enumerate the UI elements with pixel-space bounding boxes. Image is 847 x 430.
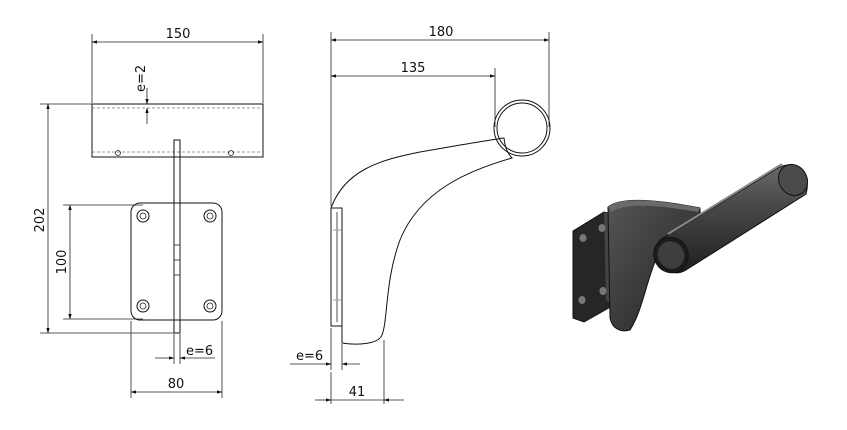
dim-plate-thickness-side: e=6	[290, 328, 360, 370]
front-rib	[173, 139, 181, 334]
front-screw-holes	[136, 209, 217, 313]
dim-overall-projection-label: 180	[429, 25, 454, 40]
dim-rib-base: 41	[315, 340, 404, 404]
dim-tube-offset: 135	[330, 61, 496, 127]
dim-overall-height: 202	[33, 103, 174, 334]
side-rib	[330, 137, 513, 345]
side-tube-inner	[496, 102, 548, 154]
dim-plate-thickness-front-label: e=6	[186, 344, 213, 359]
dim-tube-offset-label: 135	[401, 61, 426, 76]
dim-rib-base-label: 41	[349, 385, 366, 400]
isometric-render	[572, 163, 809, 332]
dim-tube-wall: e=2	[134, 65, 149, 124]
dim-top-width: 150	[91, 27, 264, 103]
side-mounting-plate	[330, 207, 343, 327]
dim-tube-wall-label: e=2	[134, 65, 149, 92]
dim-top-width-label: 150	[166, 27, 191, 42]
front-tube-outline	[91, 103, 264, 158]
dim-overall-projection: 180	[330, 25, 550, 206]
dim-plate-thickness-front: e=6	[155, 334, 215, 364]
front-view: 150 e=2 202 100 e=6	[33, 27, 264, 398]
side-tube-outer	[493, 99, 551, 157]
dim-plate-height-label: 100	[55, 250, 70, 275]
dim-plate-width-label: 80	[168, 377, 185, 392]
dim-plate-width: 80	[130, 321, 223, 398]
front-mounting-plate	[130, 202, 223, 321]
side-view: 180 135 e=6 41	[290, 25, 551, 404]
dim-plate-height: 100	[55, 204, 143, 320]
dim-overall-height-label: 202	[33, 208, 48, 233]
dim-plate-thickness-side-label: e=6	[296, 349, 323, 364]
